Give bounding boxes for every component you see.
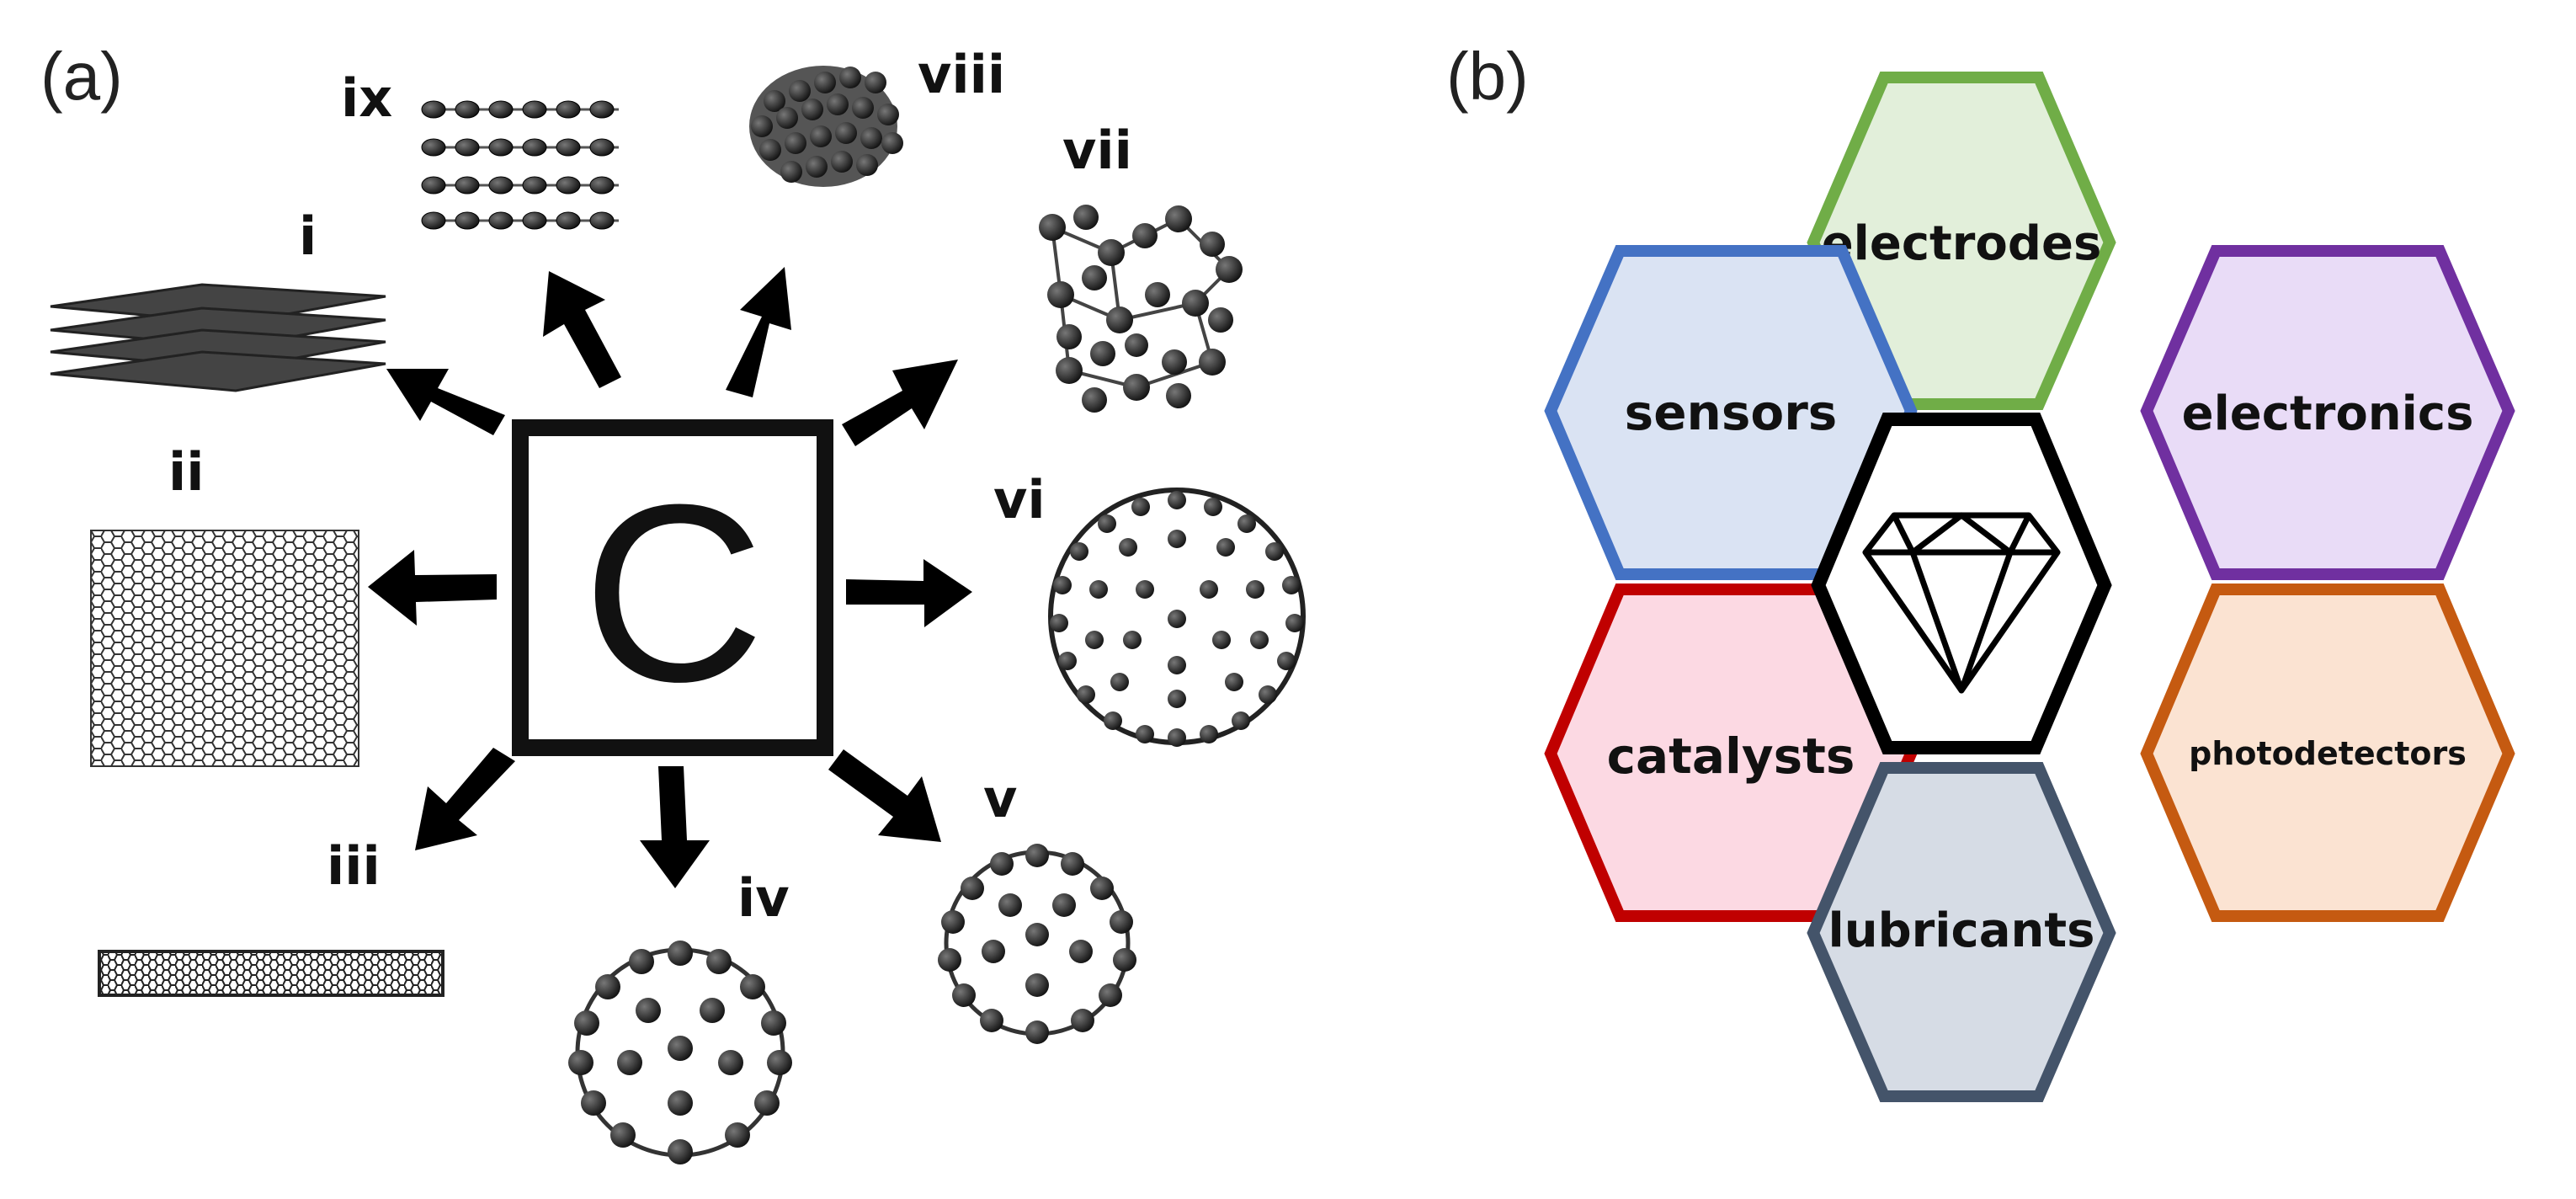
graphene-sheet-image xyxy=(90,530,359,767)
arrow-to-iv xyxy=(640,766,710,888)
panel-b: (b) electrodes sensors electronics catal… xyxy=(1446,39,2515,1102)
hex-photodetectors-shape xyxy=(2140,584,2515,922)
panel-b-label: (b) xyxy=(1446,39,1529,114)
numeral-i: i xyxy=(299,205,317,267)
hex-lubricants-label: lubricants xyxy=(1828,903,2095,958)
arrow-to-iii xyxy=(415,748,515,850)
fullerene-cage-v-image xyxy=(938,844,1136,1044)
hex-center-shape xyxy=(1811,413,2112,754)
arrow-to-i xyxy=(386,369,505,435)
hex-electrodes: electrodes xyxy=(1807,72,2116,410)
arrow-to-vi xyxy=(846,559,972,627)
hex-lubricants-shape xyxy=(1807,762,2116,1102)
numeral-ix: ix xyxy=(341,67,392,129)
graphite-stack-image xyxy=(50,283,386,392)
layered-lattice-image xyxy=(421,100,619,230)
numeral-iii: iii xyxy=(327,835,381,897)
arrow-to-vii xyxy=(842,360,958,446)
hex-sensors-label: sensors xyxy=(1625,384,1838,441)
hex-center xyxy=(1811,413,2112,754)
arrow-to-v xyxy=(828,749,941,842)
numeral-ii: ii xyxy=(168,441,205,503)
diamond-icon xyxy=(1862,512,2061,694)
arrow-to-viii xyxy=(726,267,791,397)
hex-lubricants: lubricants xyxy=(1807,762,2116,1102)
arrows xyxy=(368,267,972,888)
numeral-vii: vii xyxy=(1062,120,1132,181)
nanotube-image xyxy=(98,950,444,997)
fullerene-cage-iv-image xyxy=(568,941,792,1164)
hex-electrodes-label: electrodes xyxy=(1822,216,2102,271)
hex-sensors: sensors xyxy=(1544,245,1918,580)
carbon-box xyxy=(512,419,833,756)
panel-a: (a) C i ii iii iv v vi vii viii ix xyxy=(40,39,1306,1164)
hex-catalysts-label: catalysts xyxy=(1607,727,1855,785)
numeral-v: v xyxy=(983,768,1017,829)
diamond-lattice-image xyxy=(749,66,903,187)
hex-electronics-label: electronics xyxy=(2182,386,2474,441)
arrow-to-ii xyxy=(368,550,497,626)
hex-electronics: electronics xyxy=(2140,245,2515,580)
hex-photodetectors: photodetectors xyxy=(2140,584,2515,922)
carbon-symbol: C xyxy=(583,451,765,734)
numeral-iv: iv xyxy=(737,867,790,929)
hex-photodetectors-label: photodetectors xyxy=(2189,735,2467,772)
numeral-vi: vi xyxy=(993,469,1046,530)
numeral-viii: viii xyxy=(918,44,1005,105)
amorphous-cluster-image xyxy=(1039,205,1243,413)
large-fullerene-image xyxy=(1048,488,1306,747)
panel-a-label: (a) xyxy=(40,39,123,114)
hex-electrodes-shape xyxy=(1807,72,2116,410)
hex-electronics-shape xyxy=(2140,245,2515,580)
arrow-to-ix xyxy=(543,271,621,388)
